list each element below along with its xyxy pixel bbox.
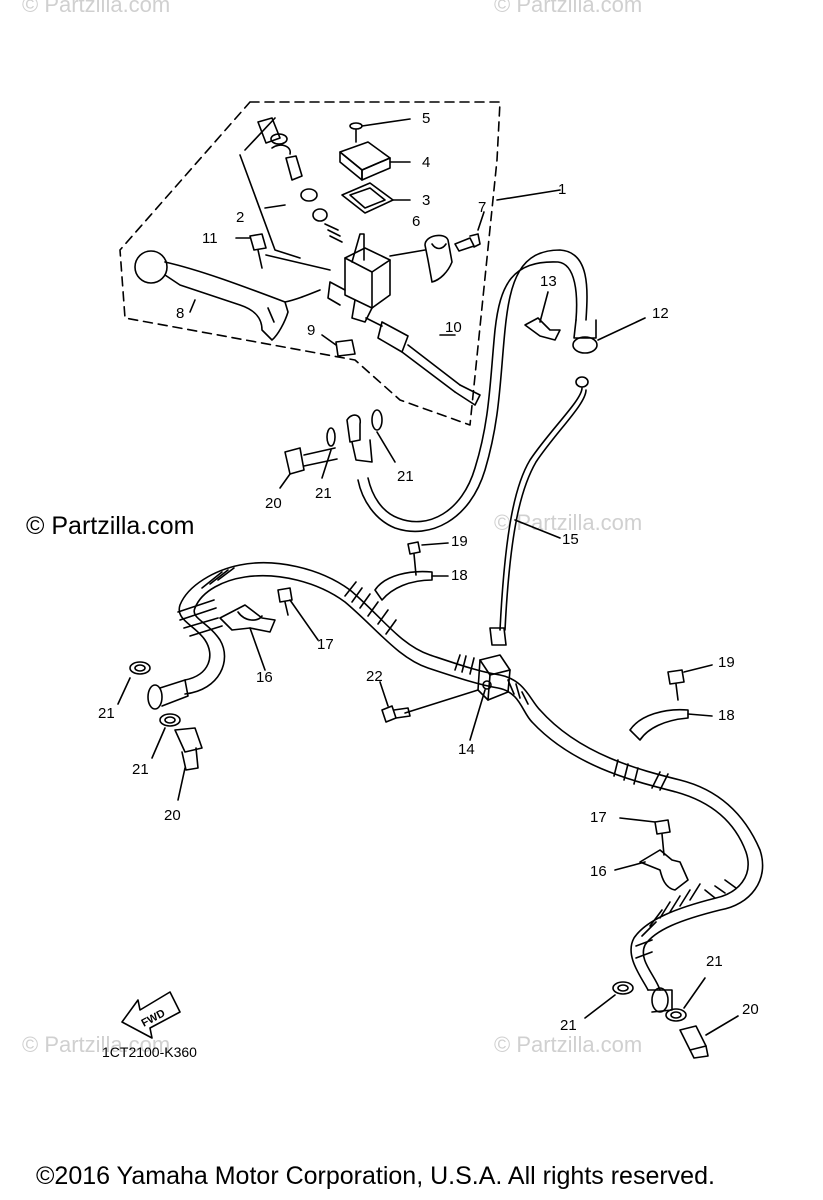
clip-16-left [219, 587, 319, 671]
callout: 6 [412, 213, 421, 230]
callout: 1 [558, 181, 567, 198]
bolt-22 [379, 681, 411, 723]
callout: 18 [451, 567, 468, 584]
assembly-boundary [119, 101, 501, 426]
banjo-bolt-right [584, 977, 739, 1059]
master-cylinder-body [327, 233, 391, 323]
callout: 17 [317, 636, 334, 653]
callout: 5 [422, 110, 431, 127]
watermark: © Partzilla.com [22, 0, 171, 17]
banjo-bolt-left [117, 661, 203, 801]
callout: 15 [562, 531, 579, 548]
callout: 21 [706, 953, 723, 970]
watermark: © Partzilla.com [22, 1032, 171, 1057]
callout: 3 [422, 192, 431, 209]
callout: 7 [478, 199, 487, 216]
callout: 14 [458, 741, 475, 758]
diagram-code: 1CT2100-K360 [102, 1044, 197, 1060]
hose-clip-13 [524, 291, 561, 341]
callout: 20 [742, 1001, 759, 1018]
callout: 21 [132, 761, 149, 778]
brake-lever [134, 250, 321, 341]
callout: 20 [164, 807, 181, 824]
watermark: © Partzilla.com [494, 1032, 643, 1057]
callout: 16 [256, 669, 273, 686]
watermark: © Partzilla.com [494, 510, 643, 535]
screw-5 [349, 118, 411, 143]
callout: 18 [718, 707, 735, 724]
callout: 21 [98, 705, 115, 722]
diaphragm [341, 182, 411, 214]
callout: 11 [202, 230, 218, 247]
brake-pipe [489, 387, 587, 646]
callout: 8 [176, 305, 185, 322]
tee-joint [404, 654, 511, 741]
callout: 19 [451, 533, 468, 550]
clip-16-right [614, 817, 689, 891]
callout: 21 [397, 468, 414, 485]
watermark: © Partzilla.com [494, 0, 643, 17]
callout: 4 [422, 154, 431, 171]
callout: 13 [540, 273, 557, 290]
callout: 19 [718, 654, 735, 671]
reservoir-cap [339, 141, 411, 181]
callout: 17 [590, 809, 607, 826]
callout: 16 [590, 863, 607, 880]
clip-18-right [629, 664, 713, 741]
brake-switch [365, 317, 481, 406]
fwd-arrow: FWD [121, 991, 181, 1039]
brand-label: © Partzilla.com [26, 512, 195, 540]
callout: 10 [445, 319, 462, 336]
copyright-footer: ©2016 Yamaha Motor Corporation, U.S.A. A… [36, 1162, 715, 1190]
bolt-7 [454, 211, 485, 252]
pivot-bolt [235, 233, 331, 271]
callout: 2 [236, 209, 245, 226]
callout: 21 [560, 1017, 577, 1034]
callout: 9 [307, 322, 316, 339]
callout: 21 [315, 485, 332, 502]
brake-hose-upper [357, 249, 646, 533]
nut [321, 334, 356, 357]
leader-line [496, 189, 561, 201]
callout: 20 [265, 495, 282, 512]
holder [389, 234, 453, 283]
clip-18-upper [374, 541, 449, 601]
banjo-bolt-top [279, 409, 396, 489]
piston-kit [239, 117, 343, 259]
callout: 12 [652, 305, 669, 322]
brake-hose-lower [147, 562, 764, 1013]
callout: 22 [366, 668, 383, 685]
